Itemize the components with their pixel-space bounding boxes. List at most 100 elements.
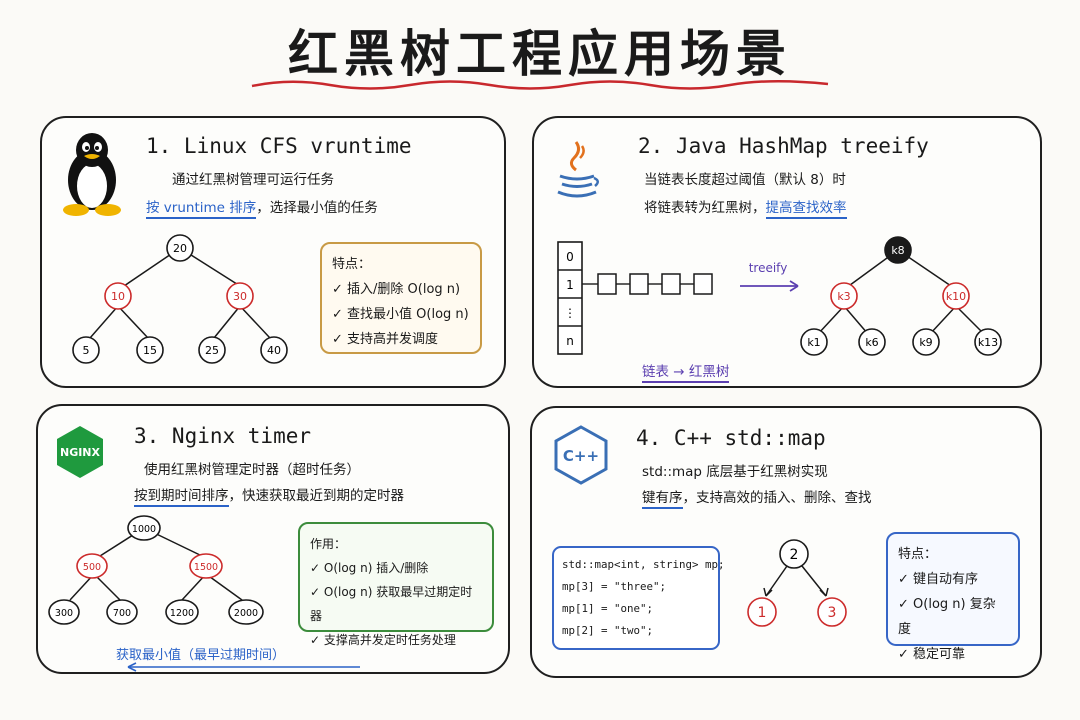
page-title: 红黑树工程应用场景 (288, 25, 792, 83)
title-underline (251, 80, 829, 90)
svg-text:3: 3 (828, 605, 837, 621)
tree-node-leaf: 2000 (228, 599, 264, 625)
nginx-logo-icon: NGINX (57, 426, 103, 478)
svg-text:40: 40 (267, 344, 281, 357)
tree-node-root: 20 (166, 234, 194, 262)
panel-nginx-timer: NGINX 3. Nginx timer 使用红黑树管理定时器（超时任务） 按到… (36, 404, 510, 674)
highlight-text: 按 vruntime 排序 (146, 200, 257, 219)
tux-penguin-icon (63, 133, 121, 216)
panel-heading: 2. Java HashMap treeify (638, 134, 929, 158)
svg-text:1000: 1000 (132, 524, 156, 535)
svg-text:k10: k10 (946, 290, 966, 303)
tree-node-red: 500 (76, 553, 108, 579)
features-box: 作用： ✓ O(log n) 插入/删除 ✓ O(log n) 获取最早过期定时… (298, 522, 494, 647)
svg-text:k13: k13 (978, 336, 998, 349)
code-line: mp[1] = "one"; (562, 602, 654, 615)
desc-rest: ，快速获取最近到期的定时器 (228, 488, 405, 504)
panel-java-hashmap: 2. Java HashMap treeify 当链表长度超过阈值（默认 8）时… (532, 116, 1042, 388)
highlight-text: 提高查找效率 (765, 200, 847, 219)
svg-text:1: 1 (758, 605, 767, 621)
highlight-text: 键有序 (642, 490, 683, 509)
code-line: std::map<int, string> mp; (562, 558, 725, 571)
tree-node-leaf: 5 (72, 336, 100, 364)
linked-list (582, 273, 713, 295)
feature-item: ✓ O(log n) 复杂度 (898, 597, 996, 637)
svg-text:k6: k6 (865, 336, 878, 349)
svg-text:500: 500 (83, 562, 101, 573)
feature-item: ✓ 插入/删除 O(log n) (332, 282, 461, 297)
tree-node-root: 1000 (127, 515, 161, 541)
panel-heading: 3. Nginx timer (134, 424, 312, 448)
svg-text:25: 25 (205, 344, 219, 357)
desc-rest: ，选择最小值的任务 (256, 200, 378, 216)
feature-item: ✓ O(log n) 获取最早过期定时器 (310, 585, 473, 623)
tree-node-leaf: 700 (106, 599, 138, 625)
desc-text: 将链表转为红黑树， (644, 200, 766, 216)
tree-node-leaf: 15 (136, 336, 164, 364)
svg-text:k8: k8 (891, 244, 904, 257)
svg-text:⋮: ⋮ (564, 306, 576, 320)
svg-text:n: n (566, 334, 574, 348)
hashmap-diagram: 0 1 ⋮ n treeify k8 k3 k10 k1 k6 (557, 236, 1002, 356)
feature-item: ✓ O(log n) 插入/删除 (310, 561, 429, 575)
code-line: mp[2] = "two"; (562, 624, 654, 637)
treeify-label: treeify (749, 261, 788, 275)
svg-text:1: 1 (566, 278, 574, 292)
svg-text:2: 2 (790, 547, 799, 563)
features-box: 特点： ✓ 插入/删除 O(log n) ✓ 查找最小值 O(log n) ✓ … (320, 242, 482, 354)
tree-node-leaf: k6 (858, 328, 886, 356)
svg-text:1200: 1200 (170, 608, 194, 619)
panel-desc: 通过红黑树管理可运行任务 (172, 172, 334, 188)
svg-text:700: 700 (113, 608, 131, 619)
panel-heading: 1. Linux CFS vruntime (146, 134, 412, 158)
highlight-text: 按到期时间排序 (134, 488, 229, 507)
tree-node-leaf: 1200 (165, 599, 199, 625)
svg-text:NGINX: NGINX (60, 446, 101, 459)
panel-desc: 使用红黑树管理定时器（超时任务） (144, 462, 360, 478)
desc-rest: ，支持高效的插入、删除、查找 (682, 490, 872, 506)
feature-item: ✓ 支持高并发调度 (332, 332, 439, 347)
tree-node-red: 1500 (189, 553, 223, 579)
feature-item: ✓ 键自动有序 (898, 572, 979, 587)
panel-footer: 链表 → 红黑树 (642, 360, 730, 383)
tree-node-red: 1 (747, 597, 777, 627)
svg-text:1500: 1500 (194, 562, 218, 573)
tree-node-red: k3 (830, 282, 858, 310)
svg-text:2000: 2000 (234, 608, 258, 619)
svg-text:20: 20 (173, 242, 187, 255)
tree-node-red: k10 (942, 282, 970, 310)
panel-heading: 4. C++ std::map (636, 426, 826, 450)
svg-text:30: 30 (233, 290, 247, 303)
tree-node-red: 30 (226, 282, 254, 310)
svg-text:300: 300 (55, 608, 73, 619)
tree-node-leaf: 25 (198, 336, 226, 364)
panel-desc-2: 键有序，支持高效的插入、删除、查找 (642, 486, 872, 509)
panel-desc: 当链表长度超过阈值（默认 8）时 (644, 172, 846, 188)
feature-item: ✓ 查找最小值 O(log n) (332, 307, 469, 322)
svg-text:5: 5 (83, 344, 90, 357)
treeify-arrow (740, 280, 799, 292)
svg-text:10: 10 (111, 290, 125, 303)
features-box: 特点： ✓ 键自动有序 ✓ O(log n) 复杂度 ✓ 稳定可靠 (886, 532, 1020, 662)
svg-text:C++: C++ (563, 447, 599, 465)
code-snippet: std::map<int, string> mp;mp[3] = "three"… (552, 546, 725, 650)
panel-footer: 获取最小值（最早过期时间） (116, 648, 286, 663)
tree-node-root: 2 (779, 539, 809, 569)
bucket-array: 0 1 ⋮ n (557, 241, 583, 355)
svg-text:k3: k3 (837, 290, 850, 303)
rb-tree-map: 2 1 3 (747, 539, 847, 627)
panel-cpp-map: C++ 4. C++ std::map std::map 底层基于红黑树实现 键… (530, 406, 1042, 678)
rb-tree-cfs: 20 10 30 5 15 25 40 (72, 234, 288, 364)
svg-text:15: 15 (143, 344, 157, 357)
features-title: 特点： (898, 547, 938, 562)
tree-node-leaf: 300 (48, 599, 80, 625)
rb-tree-timer: 1000 500 1500 300 700 1200 2000 (48, 515, 264, 625)
svg-text:k1: k1 (807, 336, 820, 349)
tree-node-red: 10 (104, 282, 132, 310)
svg-text:k9: k9 (919, 336, 932, 349)
java-cup-icon (557, 141, 599, 198)
features-title: 作用： (310, 537, 347, 551)
tree-node-leaf: 40 (260, 336, 288, 364)
tree-node-leaf: k1 (800, 328, 828, 356)
tree-node-root: k8 (884, 236, 912, 264)
